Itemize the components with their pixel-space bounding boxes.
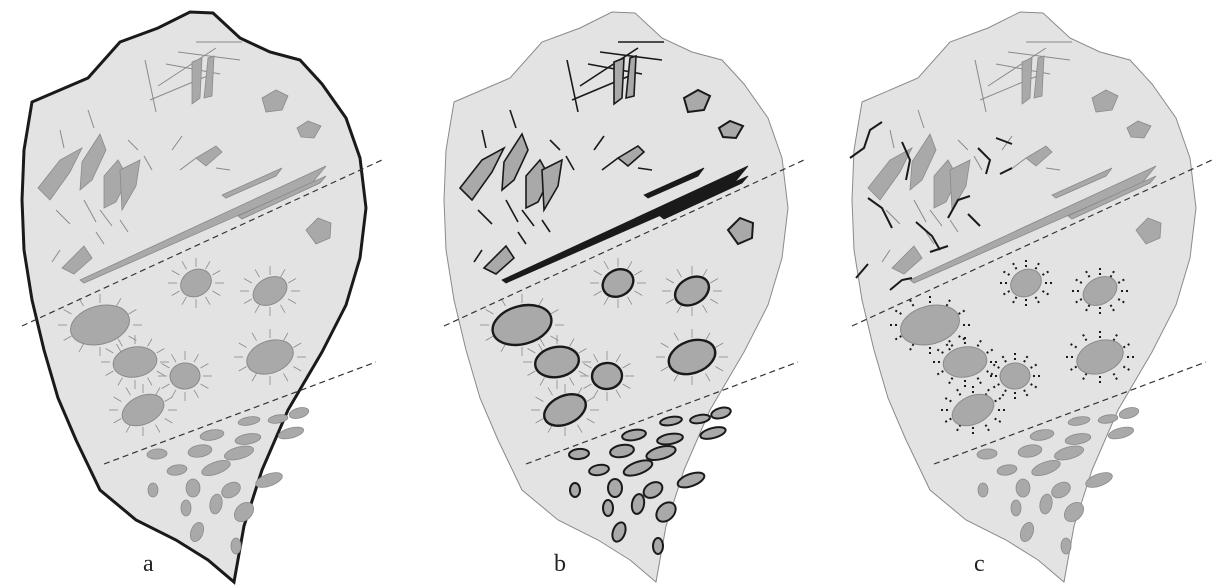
panel-c-fragment <box>850 12 1212 582</box>
panel-a-fragment <box>22 12 382 582</box>
oval-grain <box>1011 500 1021 516</box>
oval-grain <box>699 425 727 441</box>
large-grain <box>591 362 623 391</box>
oval-grain <box>1107 425 1135 441</box>
oval-grain <box>288 406 310 421</box>
oval-grain <box>1016 479 1030 497</box>
oval-grain <box>653 538 663 554</box>
oval-grain <box>1061 538 1071 554</box>
oval-grain <box>231 538 241 554</box>
oval-grain <box>186 479 200 497</box>
panel-label-c: c <box>974 551 985 578</box>
oval-grain <box>1118 406 1140 421</box>
oval-grain <box>569 448 590 460</box>
vein-grain <box>614 58 624 104</box>
panel-label-b: b <box>554 551 566 578</box>
oval-grain <box>181 500 191 516</box>
oval-grain <box>148 483 158 497</box>
oval-grain <box>608 479 622 497</box>
panel-label-a: a <box>143 551 154 578</box>
oval-grain <box>978 483 988 497</box>
panel-b-fragment <box>444 12 804 582</box>
oval-grain <box>603 500 613 516</box>
oval-grain <box>570 483 580 497</box>
oval-grain <box>710 406 732 421</box>
